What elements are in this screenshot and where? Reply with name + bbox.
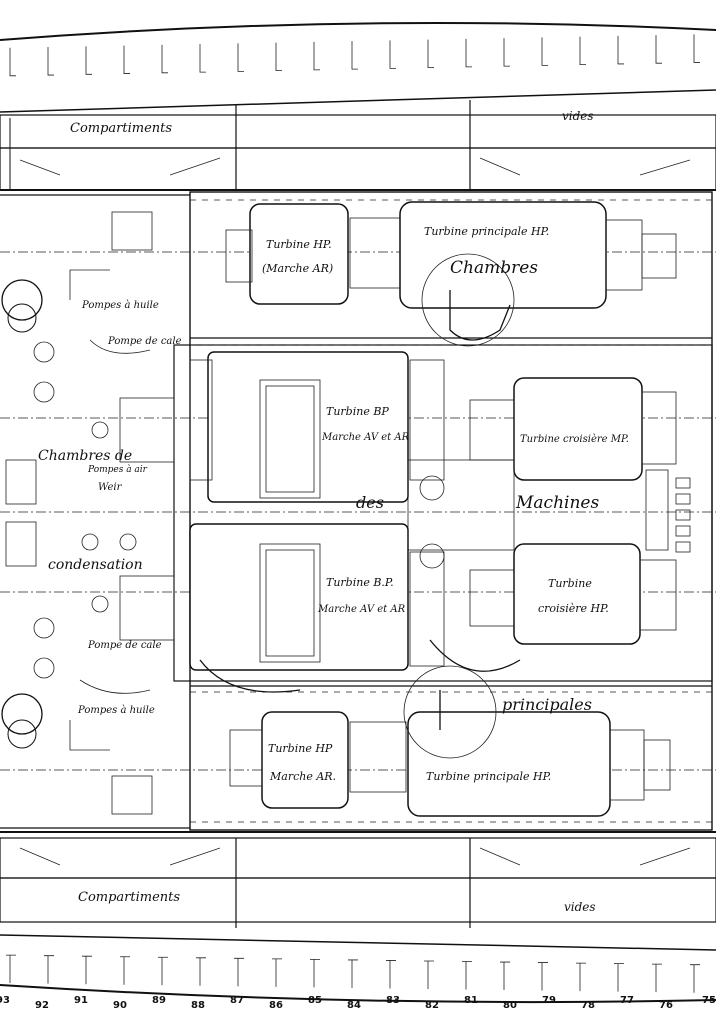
frame-tick (123, 45, 130, 74)
frame-tick (310, 958, 320, 988)
pompes-weir-label-2: Weir (98, 482, 123, 493)
frame-number: 89 (152, 995, 166, 1006)
pompes-huile-bottom-label: Pompes à huile (77, 705, 155, 716)
frame-number: 76 (659, 1000, 673, 1011)
turbine-bp-bottom-line1: Turbine B.P. (326, 576, 394, 589)
pompe-cale-bottom-label: Pompe de cale (87, 640, 162, 651)
turbine-croisiere-hp-line1: Turbine (548, 577, 592, 590)
frame-number: 77 (620, 995, 634, 1006)
condensation-label: condensation (48, 557, 143, 573)
frame-tick (576, 962, 586, 992)
engine-room-frame (173, 191, 713, 831)
frame-tick (272, 958, 282, 987)
turbine-bp-bottom-line2: Marche AV et AR (317, 604, 406, 615)
frame-tick (579, 36, 586, 66)
frame-tick (538, 962, 548, 991)
frame-tick (196, 957, 206, 986)
frame-tick (617, 35, 624, 65)
frame-number: 92 (35, 1000, 49, 1011)
des-label: des (356, 493, 384, 512)
frame-tick (503, 38, 510, 67)
frame-number: 80 (503, 1000, 517, 1011)
frame-tick (386, 960, 396, 989)
turbine-principal-hp-top: Turbine principale HP. (424, 225, 549, 238)
frame-tick (462, 961, 472, 990)
compartments-top-label: Compartiments (70, 121, 172, 136)
frame-tick (9, 47, 16, 77)
bottom-frame-ticks (6, 954, 700, 993)
top-frame-ticks (9, 34, 700, 77)
turbine-bp-top-line2: Marche AV et AR (321, 432, 410, 443)
frame-number: 78 (581, 1000, 595, 1011)
pompes-weir-label-1: Pompes à air (87, 464, 148, 475)
turbine-bp-top-line1: Turbine BP (326, 405, 389, 418)
frame-tick (655, 35, 662, 64)
frame-numbers: 93 92 91 90 89 88 87 86 85 84 83 82 81 80 79 78 77 76 75 (0, 995, 716, 1011)
frame-number: 87 (230, 995, 244, 1006)
frame-tick (275, 42, 282, 72)
pompe-cale-top-label: Pompe de cale (107, 336, 182, 347)
frame-number: 79 (542, 995, 556, 1006)
frame-number: 86 (269, 1000, 283, 1011)
frame-number: 83 (386, 995, 400, 1006)
frame-tick (693, 34, 700, 63)
frame-tick (120, 956, 130, 985)
labels: Compartiments vides Compartiments vides … (38, 109, 629, 914)
frame-tick (614, 963, 624, 992)
frame-tick (500, 961, 510, 991)
chambres-de-label: Chambres de (38, 448, 132, 464)
frame-tick (237, 43, 244, 72)
turbine-hp-astern-bottom-line1: Turbine HP (268, 742, 333, 755)
vides-top-label: vides (562, 109, 594, 123)
frame-tick (82, 955, 92, 985)
turbine-hp-astern-top-line2: (Marche AR) (262, 262, 333, 275)
frame-number: 91 (74, 995, 88, 1006)
frame-tick (6, 954, 16, 984)
turbine-croisiere-hp-line2: croisière HP. (538, 602, 609, 615)
pompes-huile-top-label: Pompes à huile (81, 300, 159, 311)
top-compartments (0, 100, 716, 191)
frame-tick (348, 959, 358, 988)
frame-number: 81 (464, 995, 478, 1006)
frame-number: 75 (702, 995, 716, 1006)
turbine-hp-astern-bottom-line2: Marche AR. (269, 770, 336, 783)
frame-tick (313, 41, 320, 71)
frame-tick (389, 40, 396, 69)
frame-tick (424, 960, 434, 989)
frame-number: 84 (347, 1000, 361, 1011)
frame-tick (652, 963, 662, 993)
frame-number: 90 (113, 1000, 127, 1011)
principales-label: principales (502, 695, 592, 714)
turbine-casings (189, 201, 691, 817)
condensation-machinery (0, 194, 190, 829)
frame-number: 88 (191, 1000, 205, 1011)
frame-tick (465, 38, 472, 68)
frame-tick (161, 44, 168, 74)
turbine-croisiere-mp: Turbine croisière MP. (520, 434, 629, 445)
frame-number: 85 (308, 995, 322, 1006)
turbine-hp-astern-top-line1: Turbine HP. (266, 238, 332, 251)
frame-number: 93 (0, 995, 10, 1006)
frame-tick (351, 41, 358, 70)
frame-tick (199, 44, 206, 73)
chambres-label: Chambres (450, 258, 538, 278)
frame-tick (44, 955, 54, 984)
frame-tick (47, 47, 54, 76)
hull-outline (0, 21, 716, 1004)
bottom-compartments (0, 831, 716, 928)
machines-label: Machines (515, 493, 599, 513)
frame-tick (541, 37, 548, 66)
frame-tick (234, 957, 244, 987)
frame-number: 82 (425, 1000, 439, 1011)
compartments-bottom-label: Compartiments (78, 890, 180, 905)
vides-bottom-label: vides (564, 900, 596, 914)
turbine-principal-hp-bottom: Turbine principale HP. (426, 770, 551, 783)
frame-tick (85, 46, 92, 75)
frame-tick (158, 956, 168, 986)
frame-tick (690, 964, 700, 993)
frame-tick (427, 39, 434, 69)
